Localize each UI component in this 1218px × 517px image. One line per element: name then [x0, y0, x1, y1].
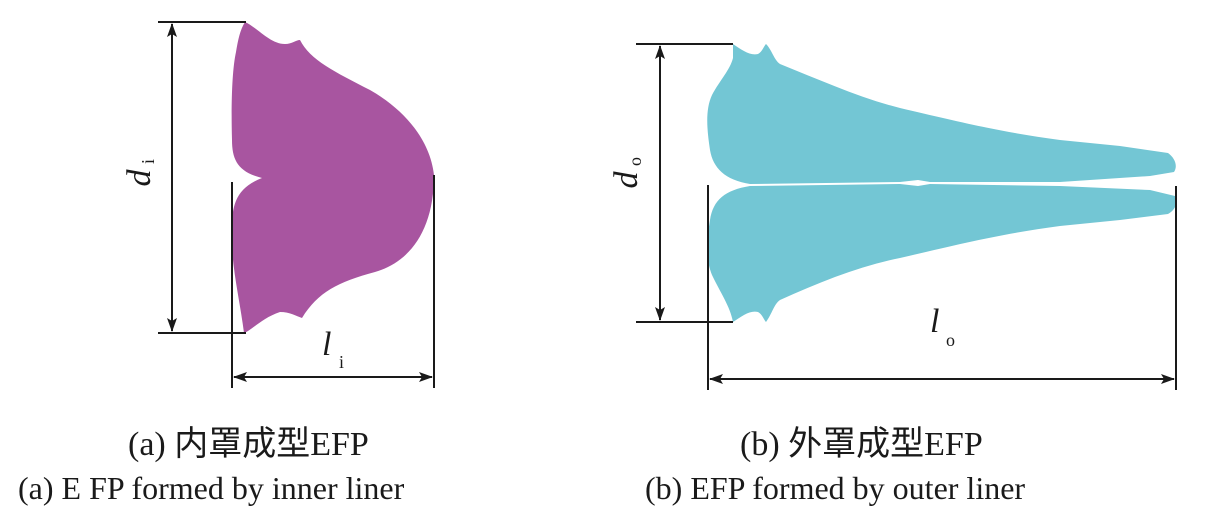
length-label-b: l o: [930, 303, 955, 350]
svg-text:d: d: [608, 171, 645, 189]
caption-b-english: (b) EFP formed by outer liner: [645, 470, 1026, 506]
length-label-a: l i: [322, 326, 344, 372]
svg-text:l: l: [322, 326, 331, 363]
svg-text:i: i: [339, 352, 344, 372]
svg-text:i: i: [138, 159, 158, 164]
caption-a-chinese: (a) 内罩成型EFP: [128, 426, 369, 463]
svg-text:o: o: [946, 330, 955, 350]
panel-b-outer-liner: d o l o: [608, 43, 1177, 390]
caption-a-english: (a) E FP formed by inner liner: [18, 470, 405, 506]
efp-comparison-figure: d i l i d o l o: [121, 21, 1177, 390]
diameter-label-b: d o: [608, 157, 645, 189]
caption-b-chinese: (b) 外罩成型EFP: [740, 426, 983, 463]
outer-liner-efp-shape: [707, 44, 1177, 322]
inner-liner-efp-shape: [231, 22, 434, 333]
svg-text:d: d: [121, 169, 158, 187]
diameter-label-a: d i: [121, 159, 158, 187]
panel-a-inner-liner: d i l i: [121, 21, 435, 388]
svg-text:o: o: [625, 157, 645, 166]
svg-text:l: l: [930, 303, 939, 340]
